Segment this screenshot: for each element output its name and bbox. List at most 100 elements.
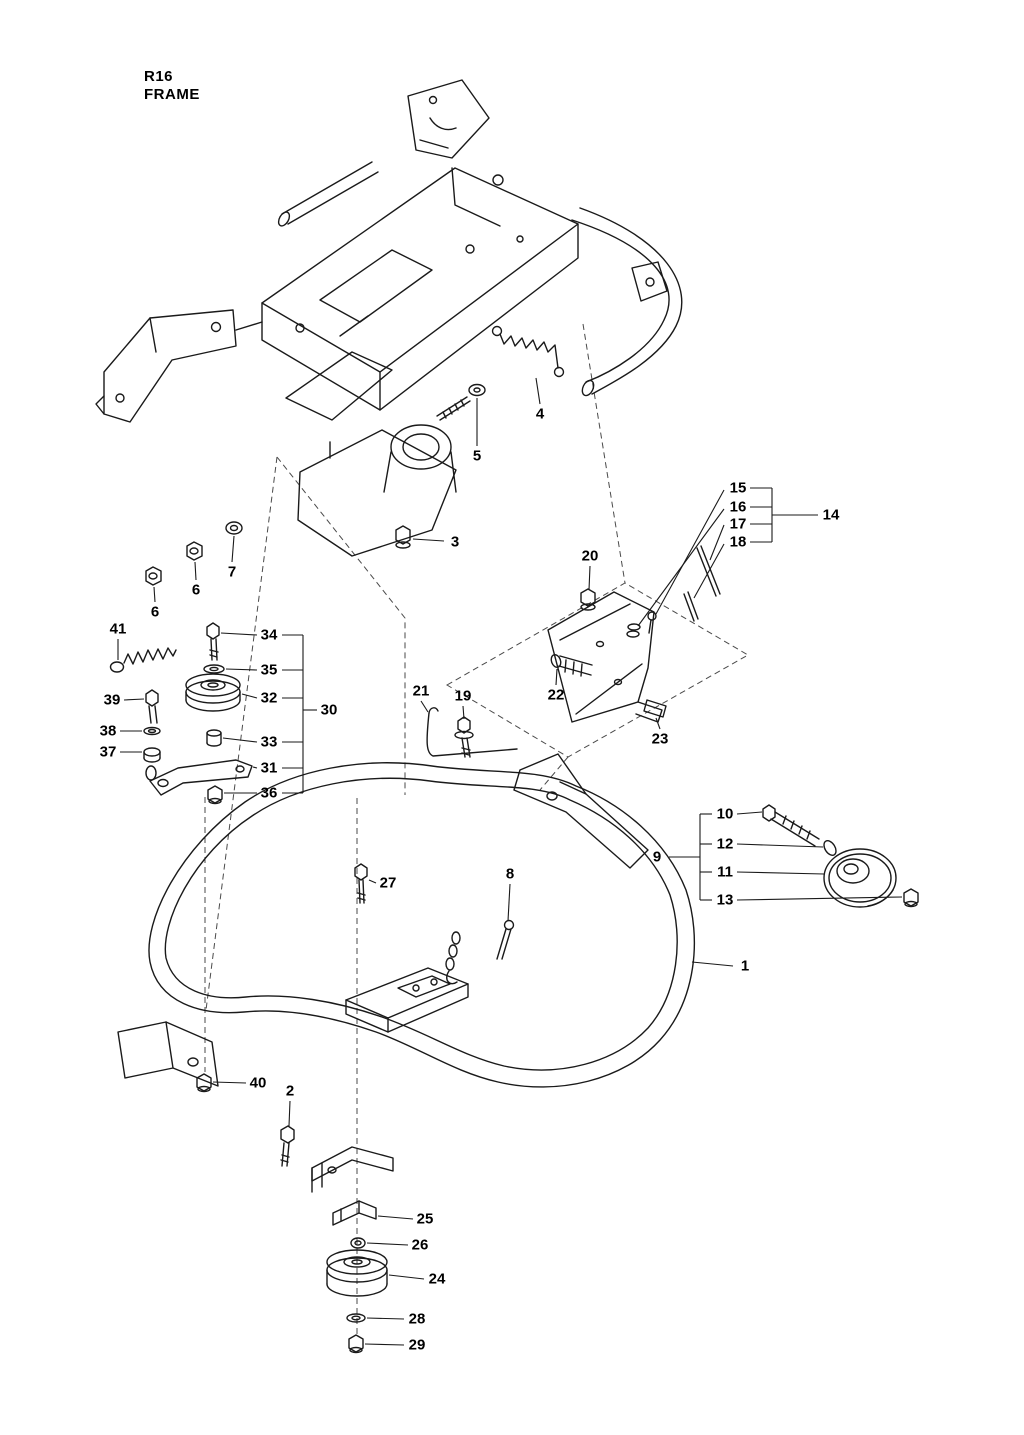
leader-line-6 bbox=[194, 561, 197, 581]
leader-line-6 bbox=[153, 586, 156, 603]
part-callout-31: 31 bbox=[261, 760, 278, 777]
grommet-37 bbox=[143, 747, 161, 757]
part-callout-37: 37 bbox=[100, 744, 117, 761]
leader-line-32 bbox=[241, 693, 258, 699]
leader-line-24 bbox=[388, 1274, 425, 1280]
part-callout-23: 23 bbox=[652, 731, 669, 748]
spring-link bbox=[145, 765, 157, 781]
part-callout-8: 8 bbox=[506, 866, 514, 883]
part-callout-3: 3 bbox=[451, 534, 459, 551]
frame-tube-inner bbox=[164, 777, 678, 1071]
cotter-pin bbox=[503, 919, 515, 931]
caster-wheel bbox=[823, 848, 897, 908]
sub-frame bbox=[285, 351, 393, 421]
washer-38 bbox=[143, 726, 161, 736]
doc-name-title: FRAME bbox=[144, 86, 200, 103]
leader-line-10 bbox=[736, 811, 763, 815]
part-callout-41: 41 bbox=[110, 621, 127, 638]
callout-group-brackets bbox=[282, 487, 818, 901]
leader-line-40 bbox=[212, 1081, 247, 1084]
upper-right-bracket bbox=[631, 261, 668, 302]
thin-rod bbox=[696, 545, 721, 597]
leader-line-1 bbox=[691, 961, 734, 967]
caster-arm bbox=[513, 753, 649, 869]
part-callout-9: 9 bbox=[653, 849, 661, 866]
rear-bracket bbox=[311, 1146, 394, 1182]
part-callout-13: 13 bbox=[717, 892, 734, 909]
leader-line-17 bbox=[709, 524, 725, 561]
front-bracket bbox=[117, 1021, 174, 1079]
fastener-art-top bbox=[145, 325, 565, 586]
bent-rod bbox=[426, 712, 518, 757]
part-callout-30: 30 bbox=[321, 702, 338, 719]
part-callout-10: 10 bbox=[717, 806, 734, 823]
leader-line-26 bbox=[366, 1242, 409, 1246]
bolt-34 bbox=[206, 622, 220, 640]
part-callout-22: 22 bbox=[548, 687, 565, 704]
bolt-27 bbox=[354, 863, 368, 881]
caster-wheel-art bbox=[513, 753, 919, 908]
part-callout-33: 33 bbox=[261, 734, 278, 751]
part-callout-14: 14 bbox=[823, 507, 840, 524]
washer bbox=[225, 521, 243, 535]
part-callout-17: 17 bbox=[730, 516, 747, 533]
hex-nut bbox=[580, 588, 596, 607]
part-callout-15: 15 bbox=[730, 480, 747, 497]
bolt-head bbox=[550, 654, 562, 668]
pulley-stack-art bbox=[326, 1200, 388, 1354]
leader-line-19 bbox=[462, 705, 465, 720]
part-callout-38: 38 bbox=[100, 723, 117, 740]
bolt-39 bbox=[145, 689, 159, 707]
leader-line-18 bbox=[693, 543, 725, 599]
part-callout-26: 26 bbox=[412, 1237, 429, 1254]
part-callout-24: 24 bbox=[429, 1271, 446, 1288]
part-callout-16: 16 bbox=[730, 499, 747, 516]
screw bbox=[647, 611, 657, 621]
part-callout-32: 32 bbox=[261, 690, 278, 707]
clip-plate bbox=[643, 699, 667, 718]
hex-nut bbox=[145, 566, 162, 586]
chain-link bbox=[451, 931, 461, 945]
part-callout-20: 20 bbox=[582, 548, 599, 565]
projection-lines bbox=[204, 323, 750, 1335]
spring-ring bbox=[109, 661, 125, 673]
flange-nut bbox=[395, 525, 411, 545]
washer-28 bbox=[346, 1313, 366, 1323]
nut-40 bbox=[196, 1073, 212, 1092]
right-tube bbox=[571, 219, 670, 383]
leader-line-27 bbox=[368, 879, 377, 884]
part-callout-5: 5 bbox=[473, 448, 481, 465]
mount-plate-art bbox=[426, 545, 721, 758]
bushing-26 bbox=[350, 1237, 366, 1249]
part-callout-12: 12 bbox=[717, 836, 734, 853]
axle-washer bbox=[823, 840, 837, 856]
idler-arm bbox=[149, 759, 253, 796]
leader-line-15 bbox=[655, 489, 725, 615]
part-callout-39: 39 bbox=[104, 692, 121, 709]
handle-tube bbox=[281, 161, 373, 215]
frame-tube-outer bbox=[148, 762, 695, 1088]
leader-line-35 bbox=[225, 668, 258, 671]
washer bbox=[627, 623, 641, 631]
doc-model-title: R16 bbox=[144, 68, 173, 85]
part-callout-7: 7 bbox=[228, 564, 236, 581]
leader-line-20 bbox=[588, 565, 591, 591]
leader-line-21 bbox=[420, 700, 429, 713]
leader-line-31 bbox=[252, 766, 258, 769]
part-callout-36: 36 bbox=[261, 785, 278, 802]
axle-nut bbox=[903, 888, 919, 907]
part-callout-40: 40 bbox=[250, 1075, 267, 1092]
leader-line-7 bbox=[231, 535, 235, 563]
leader-line-11 bbox=[736, 871, 825, 875]
leader-line-29 bbox=[364, 1343, 405, 1346]
idler-bracket-art bbox=[109, 622, 253, 805]
left-arm-bracket bbox=[103, 309, 237, 423]
nut-36 bbox=[207, 785, 223, 804]
part-callout-25: 25 bbox=[417, 1211, 434, 1228]
hex-nut bbox=[186, 541, 203, 561]
part-callout-34: 34 bbox=[261, 627, 278, 644]
part-callout-1: 1 bbox=[741, 958, 749, 975]
clamp-25 bbox=[332, 1200, 377, 1226]
